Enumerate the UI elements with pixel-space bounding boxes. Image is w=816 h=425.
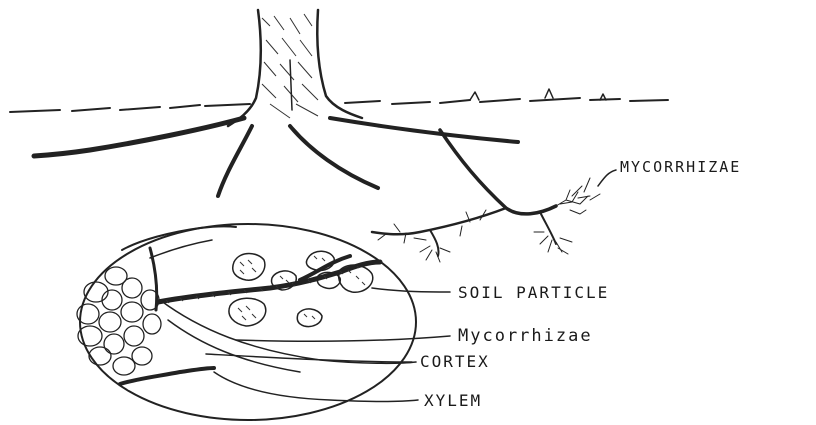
cross-section-detail [77,224,416,420]
root-system [34,118,600,262]
mycorrhizae-top-label: MYCORRHIZAE [620,158,741,176]
tree-trunk [228,10,362,126]
cortex-cells [77,267,161,375]
mycorrhizae-detail-label: Mycorrhizae [458,326,593,346]
xylem-label: XYLEM [424,391,482,410]
cortex-label: CORTEX [420,352,490,371]
soil-particle-label: SOIL PARTICLE [458,283,609,302]
mycorrhizae-top-callout: MYCORRHIZAE [598,158,741,186]
